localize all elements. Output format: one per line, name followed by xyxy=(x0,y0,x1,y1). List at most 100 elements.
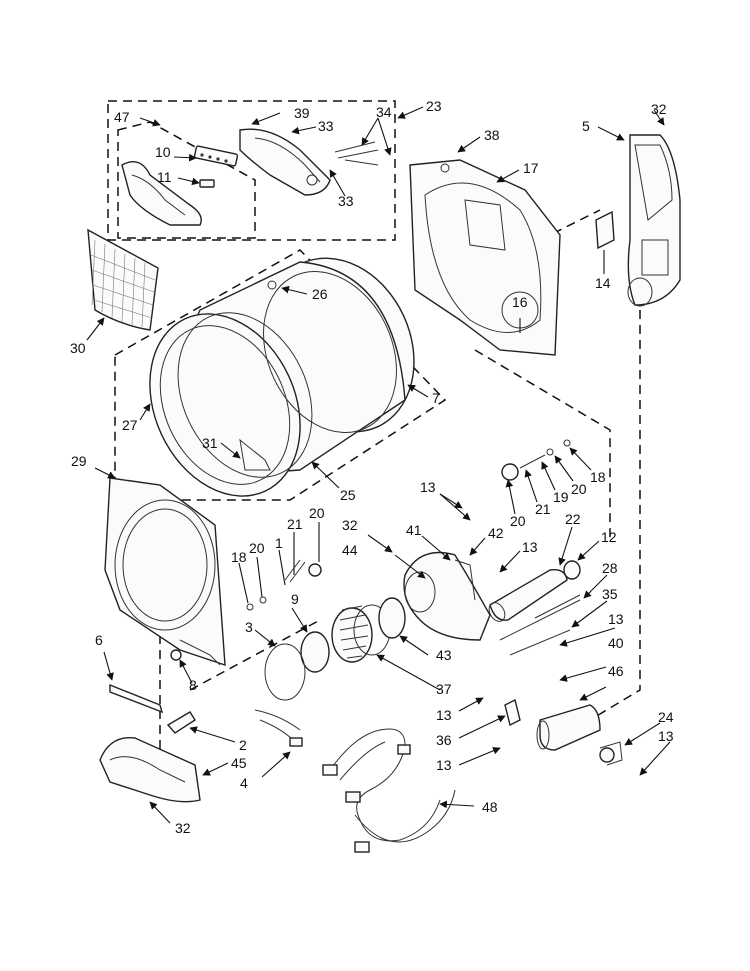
callout-20b: 20 xyxy=(510,513,526,529)
callout-36: 36 xyxy=(436,732,452,748)
callout-32c: 32 xyxy=(175,820,191,836)
wire-28 xyxy=(534,594,581,619)
leader-lines xyxy=(86,106,671,824)
callout-43: 43 xyxy=(436,647,452,663)
tube-6 xyxy=(109,683,164,714)
callout-7: 7 xyxy=(432,390,440,406)
callout-13c: 13 xyxy=(608,611,624,627)
callout-5: 5 xyxy=(582,118,590,134)
callout-20: 20 xyxy=(571,481,587,497)
callout-40: 40 xyxy=(608,635,624,651)
callout-14: 14 xyxy=(595,275,611,291)
callout-30: 30 xyxy=(70,340,86,356)
callout-13b: 13 xyxy=(522,539,538,555)
callout-28: 28 xyxy=(602,560,618,576)
callout-47: 47 xyxy=(114,109,130,125)
bearing-bracket-upper xyxy=(239,128,331,196)
shaft-1 xyxy=(284,559,322,583)
callout-19: 19 xyxy=(553,489,569,505)
callout-1: 1 xyxy=(275,535,283,551)
callout-10: 10 xyxy=(155,144,171,160)
bearing-bracket-lower xyxy=(121,161,202,226)
callout-17: 17 xyxy=(523,160,539,176)
callout-46: 46 xyxy=(608,663,624,679)
blower-wheel-37 xyxy=(331,604,391,663)
callout-2: 2 xyxy=(239,737,247,753)
callout-6: 6 xyxy=(95,632,103,648)
callout-3: 3 xyxy=(245,619,253,635)
callout-24: 24 xyxy=(658,709,674,725)
callout-41: 41 xyxy=(406,522,422,538)
callout-20c: 20 xyxy=(309,505,325,521)
group-box-47 xyxy=(117,121,256,239)
callout-22: 22 xyxy=(565,511,581,527)
bracket-36 xyxy=(504,698,521,727)
lint-screen-30 xyxy=(87,228,159,331)
assembly-line-duct xyxy=(189,619,321,691)
seal-43 xyxy=(378,597,406,639)
seal-9 xyxy=(300,631,330,673)
drum-7 xyxy=(149,257,415,497)
callout-34: 34 xyxy=(376,104,392,120)
callout-42: 42 xyxy=(488,525,504,541)
callout-13d: 13 xyxy=(436,707,452,723)
callout-27: 27 xyxy=(122,417,138,433)
callout-13e: 13 xyxy=(658,728,674,744)
clip-11 xyxy=(199,179,215,188)
callout-13: 13 xyxy=(420,479,436,495)
callout-35: 35 xyxy=(602,586,618,602)
blower-housing-44 xyxy=(403,551,491,641)
callout-23: 23 xyxy=(426,98,442,114)
callout-31: 31 xyxy=(202,435,218,451)
callout-21: 21 xyxy=(535,501,551,517)
callout-21b: 21 xyxy=(287,516,303,532)
wire-connector-4 xyxy=(254,709,303,747)
assembly-line-blower xyxy=(474,349,611,540)
group-box-7 xyxy=(114,249,447,501)
rear-panel-17 xyxy=(409,159,561,356)
felt-pad-10 xyxy=(193,145,239,167)
callout-26: 26 xyxy=(312,286,328,302)
callout-39: 39 xyxy=(294,105,310,121)
callout-44: 44 xyxy=(342,542,358,558)
screw-8 xyxy=(170,649,182,661)
assembly-line-rear xyxy=(539,209,601,241)
rear-housing-5 xyxy=(627,134,681,307)
callout-33: 33 xyxy=(318,118,334,134)
thermostat-24 xyxy=(599,741,623,766)
callout-38: 38 xyxy=(484,127,500,143)
callout-18b: 18 xyxy=(231,549,247,565)
callout-11: 11 xyxy=(157,169,172,185)
duct-45 xyxy=(99,736,201,803)
callout-9: 9 xyxy=(291,591,299,607)
callout-20d: 20 xyxy=(249,540,265,556)
heater-housing-46 xyxy=(536,704,601,751)
callout-33b: 33 xyxy=(338,193,354,209)
callout-45: 45 xyxy=(231,755,247,771)
bearing-parts-18-20 xyxy=(246,439,571,611)
front-panel-29 xyxy=(104,477,226,666)
callout-13f: 13 xyxy=(436,757,452,773)
callout-25: 25 xyxy=(340,487,356,503)
wire-35 xyxy=(499,599,581,656)
callout-16: 16 xyxy=(512,294,528,310)
exhaust-tube-22 xyxy=(488,560,581,622)
callout-48: 48 xyxy=(482,799,498,815)
group-box-23 xyxy=(107,100,396,241)
callout-32: 32 xyxy=(651,101,667,117)
callout-labels: 47 39 33 34 23 10 11 33 38 17 32 5 14 26… xyxy=(70,98,674,836)
bracket-2 xyxy=(166,711,196,734)
callout-18: 18 xyxy=(590,469,606,485)
wiring-harness-48 xyxy=(322,728,456,853)
callout-12: 12 xyxy=(601,529,617,545)
callout-8: 8 xyxy=(189,677,197,693)
assembly-line-heater xyxy=(589,310,641,721)
callout-37: 37 xyxy=(436,681,452,697)
filter-14 xyxy=(595,210,615,250)
callout-32b: 32 xyxy=(342,517,358,533)
felt-ring-3 xyxy=(264,643,306,701)
callout-4: 4 xyxy=(240,775,248,791)
rod-34 xyxy=(334,141,379,166)
callout-29: 29 xyxy=(71,453,87,469)
